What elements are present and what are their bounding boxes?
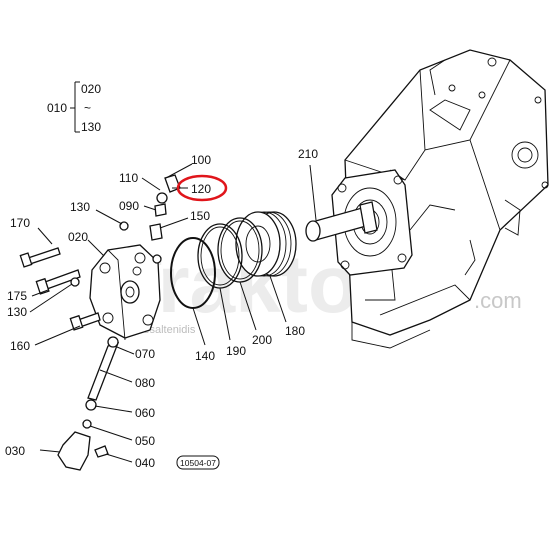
callout-020: 020: [81, 82, 101, 96]
callout-130b: 130: [70, 200, 90, 214]
callout-020b: 020: [68, 230, 88, 244]
callout-080: 080: [135, 376, 155, 390]
callout-170: 170: [10, 216, 30, 230]
diagram-code-frame: [176, 455, 220, 470]
callout-175: 175: [7, 289, 27, 303]
pin-040: [94, 445, 109, 458]
watermark-suffix: .com: [474, 288, 522, 313]
callout-060: 060: [135, 406, 155, 420]
callout-160: 160: [10, 339, 30, 353]
washer-050: [82, 419, 92, 429]
washer-130c: [70, 277, 80, 287]
pin-150: [152, 254, 162, 264]
callout-070: 070: [135, 347, 155, 361]
part-070: [107, 336, 119, 348]
callout-010: 010: [47, 101, 67, 115]
diagram-code: 10504-07: [180, 458, 216, 468]
ring-190-inner: [200, 226, 240, 286]
part-callouts: 010 020 ~ 130 100 110 120 090 150 210 17…: [5, 82, 318, 470]
bolt-175: [35, 269, 81, 295]
callout-200: 200: [252, 333, 272, 347]
pump-body: [89, 244, 161, 341]
callout-190: 190: [226, 344, 246, 358]
pulley-180: [235, 211, 297, 277]
callout-tilde: ~: [84, 101, 91, 115]
callout-040: 040: [135, 456, 155, 470]
callout-110: 110: [119, 171, 138, 185]
callout-050: 050: [135, 434, 155, 448]
lever-030: [57, 431, 91, 471]
washer-120: [156, 192, 168, 204]
highlight-circle-120: [176, 174, 228, 202]
bolt-160: [69, 312, 101, 331]
callout-130: 130: [81, 120, 101, 134]
leader-lines: [29, 81, 287, 463]
bolt-170: [19, 247, 61, 268]
spring-090: [154, 203, 167, 217]
callout-090: 090: [119, 199, 139, 213]
oring-060: [85, 399, 97, 411]
shaft-210: [305, 201, 378, 242]
callout-030: 030: [5, 444, 25, 458]
callout-210: 210: [298, 147, 318, 161]
callout-180: 180: [285, 324, 305, 338]
callout-150: 150: [190, 209, 210, 223]
callout-130c: 130: [7, 305, 27, 319]
ball-110: [149, 223, 163, 241]
callout-120: 120: [191, 182, 211, 196]
callout-140: 140: [195, 349, 215, 363]
ring-200-inner: [220, 220, 260, 280]
callout-100: 100: [191, 153, 211, 167]
